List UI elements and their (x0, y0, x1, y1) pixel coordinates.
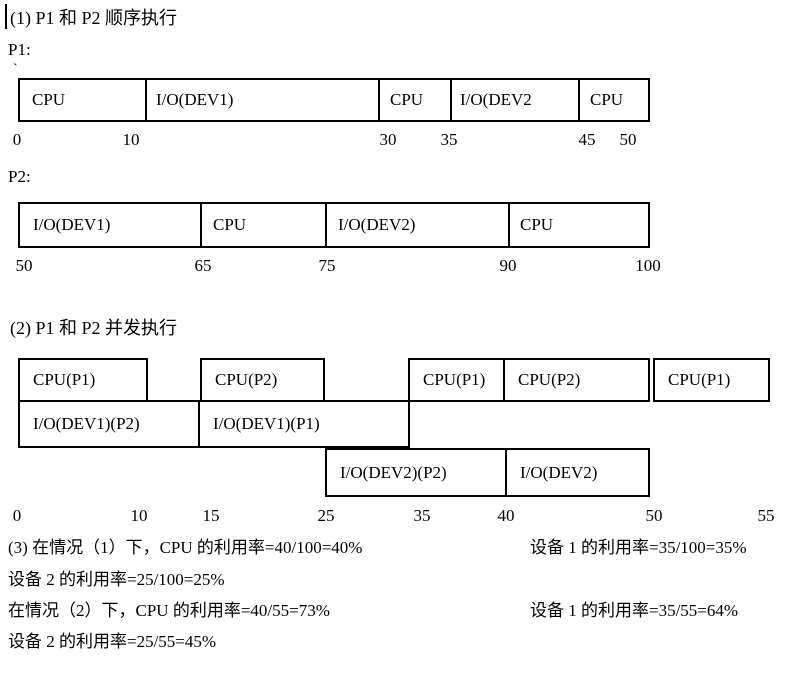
p1-axis-tick: 0 (12, 130, 22, 149)
p2-timeline-bar: I/O(DEV1) CPU I/O(DEV2) CPU (18, 202, 650, 248)
p1-segment-label: I/O(DEV1) (156, 90, 234, 109)
segment-divider (578, 80, 580, 120)
p2-label: P2: (8, 167, 31, 186)
p2-axis-tick: 50 (15, 256, 33, 275)
segment-divider (378, 80, 380, 120)
cpu-row-box: CPU(P2) (200, 358, 325, 402)
section1-heading: (1) P1 和 P2 顺序执行 (10, 8, 178, 28)
concurrent-axis-tick: 15 (202, 506, 220, 525)
box-label: I/O(DEV1)(P2) (33, 414, 140, 433)
p2-segment-label: CPU (520, 215, 554, 234)
p1-axis-tick: 10 (122, 130, 140, 149)
segment-divider (200, 204, 202, 246)
segment-divider (450, 80, 452, 120)
result-line-1-left: (3) 在情况（1）下，CPU 的利用率=40/100=40% (8, 538, 363, 557)
p1-segment-label: CPU (32, 90, 66, 109)
stray-mark: ` (13, 62, 18, 77)
segment-divider (325, 204, 327, 246)
dev1-row-box: I/O(DEV1)(P2) (18, 400, 200, 448)
p2-axis-tick: 65 (194, 256, 212, 275)
result-line-1-right: 设备 1 的利用率=35/100=35% (530, 538, 747, 557)
concurrent-axis-tick: 35 (413, 506, 431, 525)
p2-segment-label: I/O(DEV1) (33, 215, 111, 234)
p1-segment-label: I/O(DEV2 (460, 90, 532, 109)
box-label: CPU(P2) (518, 370, 581, 389)
result-line-2: 设备 2 的利用率=25/100=25% (8, 570, 225, 589)
cpu-row-box: CPU(P2) (503, 358, 650, 402)
concurrent-axis-tick: 40 (497, 506, 515, 525)
p1-segment-label: CPU (590, 90, 624, 109)
concurrent-axis-tick: 25 (317, 506, 335, 525)
p2-segment-label: CPU (213, 215, 247, 234)
box-label: I/O(DEV2) (520, 462, 598, 482)
concurrent-axis-tick: 10 (130, 506, 148, 525)
concurrent-axis-tick: 50 (645, 506, 663, 525)
segment-divider (145, 80, 147, 120)
cpu-row-box: CPU(P1) (408, 358, 505, 402)
section2-heading: (2) P1 和 P2 并发执行 (10, 318, 178, 338)
p2-axis-tick: 90 (499, 256, 517, 275)
p1-axis-tick: 30 (379, 130, 397, 149)
segment-divider (508, 204, 510, 246)
concurrent-axis-tick: 0 (12, 506, 22, 525)
p1-timeline-bar: CPU I/O(DEV1) CPU I/O(DEV2 CPU (18, 78, 650, 122)
p2-axis-tick: 100 (635, 256, 661, 275)
result-line-4: 设备 2 的利用率=25/55=45% (8, 632, 217, 651)
result-line-3-left: 在情况（2）下，CPU 的利用率=40/55=73% (8, 601, 330, 620)
result-line-3-right: 设备 1 的利用率=35/55=64% (530, 601, 739, 620)
p1-axis-tick: 45 (578, 130, 596, 149)
p2-axis-tick: 75 (318, 256, 336, 275)
cpu-row-box: CPU(P1) (18, 358, 148, 402)
p2-segment-label: I/O(DEV2) (338, 215, 416, 234)
dev2-row-box: I/O(DEV2) (505, 448, 650, 497)
dev2-row-box: I/O(DEV2)(P2) (325, 448, 507, 497)
concurrent-axis-tick: 55 (757, 506, 775, 525)
text-cursor (5, 4, 7, 29)
cpu-row-box: CPU(P1) (653, 358, 770, 402)
box-label: I/O(DEV2)(P2) (340, 462, 447, 482)
p1-segment-label: CPU (390, 90, 424, 109)
dev1-row-box: I/O(DEV1)(P1) (198, 400, 410, 448)
box-label: CPU(P1) (668, 370, 731, 389)
p1-axis-tick: 35 (440, 130, 458, 149)
p1-label: P1: (8, 40, 31, 59)
box-label: CPU(P1) (33, 370, 96, 389)
box-label: I/O(DEV1)(P1) (213, 414, 320, 433)
box-label: CPU(P2) (215, 370, 278, 389)
p1-axis-tick: 50 (619, 130, 637, 149)
box-label: CPU(P1) (423, 370, 486, 389)
